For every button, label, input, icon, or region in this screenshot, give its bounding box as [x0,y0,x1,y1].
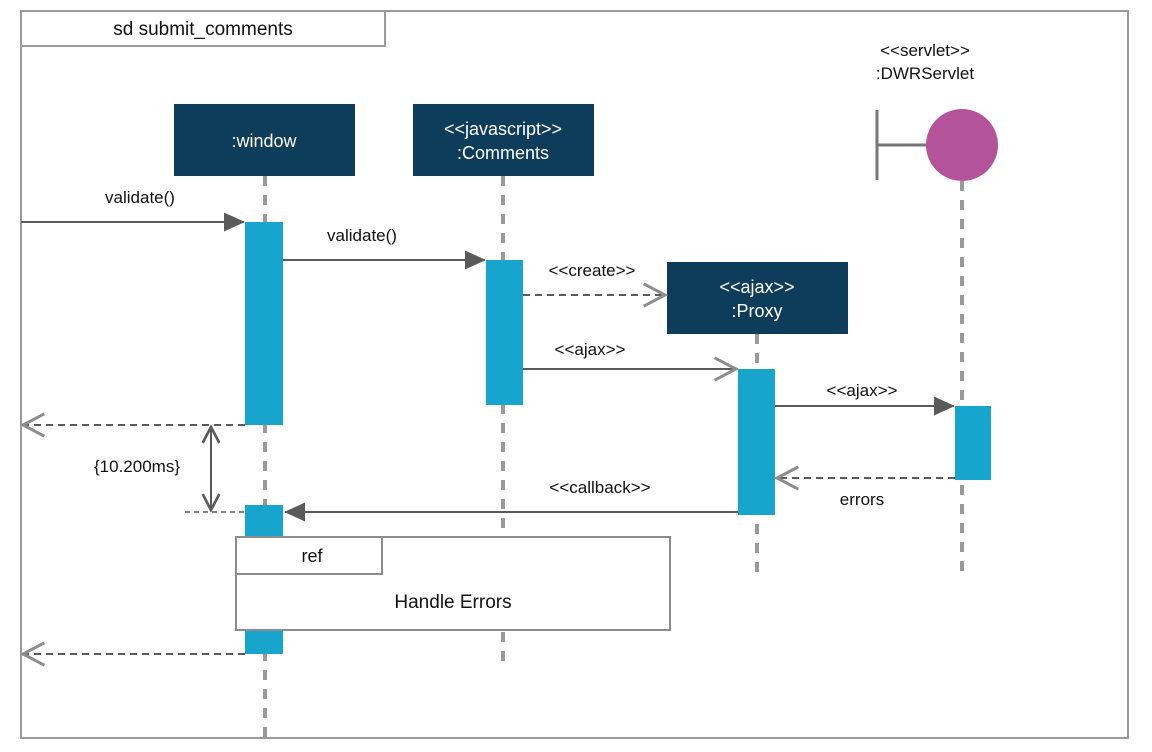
lifeline-head-dwrservlet-stereotype: <<servlet>> [880,41,970,60]
lifeline-head-comments-stereotype: <<javascript>> [444,119,562,139]
message-callback-label: <<callback>> [549,478,650,497]
activation-window-callback [245,505,283,538]
activation-window-final [245,630,283,654]
message-validate-window-label: validate() [105,188,175,207]
message-validate-comments[interactable]: validate() [283,226,486,270]
message-ajax-proxy-label: <<ajax>> [555,340,626,359]
lifeline-head-proxy-box [667,262,848,334]
frame-tab-box [20,10,386,47]
lifeline-head-dwrservlet-name: :DWRServlet [876,64,975,83]
activation-proxy [738,369,775,515]
message-errors-return[interactable]: errors [777,478,955,509]
lifeline-head-proxy-name: :Proxy [731,301,782,321]
lifeline-head-comments-name: :Comments [457,143,549,163]
duration-constraint-label: {10.200ms} [94,457,180,476]
boundary-icon-circle [926,109,998,181]
activation-comments [486,260,523,405]
activation-window-main [245,222,283,425]
message-ajax-proxy[interactable]: <<ajax>> [523,340,736,369]
message-validate-comments-label: validate() [327,226,397,245]
ref-fragment-body-label: Handle Errors [394,592,511,613]
lifeline-head-window[interactable]: :window [174,104,355,176]
activation-servlet [955,406,991,480]
lifeline-head-window-box [174,104,355,176]
diagram-frame-border [20,10,1129,739]
message-create-proxy-label: <<create>> [549,261,636,280]
ref-fragment-handle-errors[interactable]: ref Handle Errors [235,536,671,631]
lifeline-head-proxy[interactable]: <<ajax>> :Proxy [667,262,848,334]
message-create-proxy[interactable]: <<create>> [523,261,665,295]
message-ajax-servlet[interactable]: <<ajax>> [775,381,955,416]
message-validate-window[interactable]: validate() [21,188,245,232]
ref-fragment-tab-box [235,536,383,575]
lifeline-head-comments[interactable]: <<javascript>> :Comments [413,104,594,176]
message-ajax-servlet-label: <<ajax>> [827,381,898,400]
lifeline-head-proxy-stereotype: <<ajax>> [719,277,794,297]
message-errors-return-label: errors [840,490,884,509]
ref-fragment-tab-label: ref [301,546,323,566]
lifeline-head-window-name: :window [231,131,297,151]
lifeline-head-comments-box [413,104,594,176]
duration-constraint: {10.200ms} [94,427,246,513]
frame-title: sd submit_comments [113,19,293,40]
lifeline-head-dwrservlet[interactable]: <<servlet>> :DWRServlet [875,41,998,181]
message-callback[interactable]: <<callback>> [284,478,738,522]
